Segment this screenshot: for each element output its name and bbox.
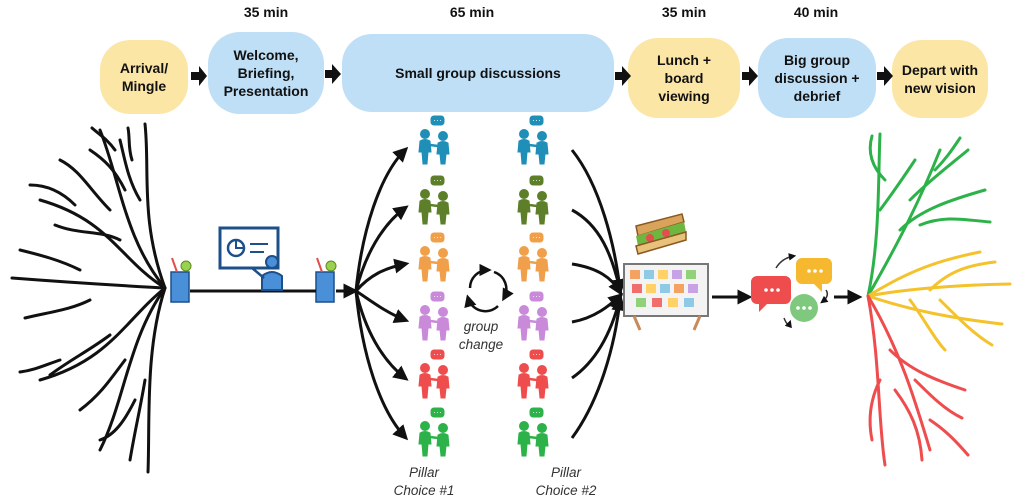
drink-glass-icon bbox=[315, 257, 337, 303]
pillar-groups-1 bbox=[417, 114, 451, 458]
stage-small-group: Small group discussions bbox=[342, 34, 614, 112]
stage-depart: Depart with new vision bbox=[892, 40, 988, 118]
stage-big-group: Big group discussion + debrief bbox=[758, 38, 876, 118]
discussion-group-icon bbox=[516, 290, 550, 342]
presenter-icon bbox=[218, 226, 283, 291]
discussion-group-icon bbox=[417, 231, 451, 283]
discussion-group-icon bbox=[417, 406, 451, 458]
discussion-group-icon bbox=[516, 114, 550, 166]
duration-small-group: 65 min bbox=[449, 4, 495, 20]
fan-in-arrows bbox=[570, 149, 627, 439]
discussion-group-icon bbox=[516, 406, 550, 458]
discussion-group-icon bbox=[417, 114, 451, 166]
stage-welcome: Welcome, Briefing, Presentation bbox=[208, 32, 324, 114]
stage-lunch: Lunch + board viewing bbox=[628, 38, 740, 118]
duration-lunch: 35 min bbox=[661, 4, 707, 20]
group-change-label: group change bbox=[458, 319, 504, 353]
drink-glass-icon bbox=[170, 257, 192, 303]
arrow-2 bbox=[325, 64, 341, 84]
arrow-5 bbox=[877, 66, 893, 86]
arrow-4 bbox=[742, 66, 758, 86]
pillar-groups-2 bbox=[516, 114, 550, 458]
duration-welcome: 35 min bbox=[243, 4, 289, 20]
arrow-3 bbox=[615, 66, 631, 86]
discussion-group-icon bbox=[417, 174, 451, 226]
discussion-group-icon bbox=[516, 231, 550, 283]
sandwich-icon bbox=[635, 213, 687, 255]
flourishing-tree-icon bbox=[866, 132, 1012, 467]
duration-big-group: 40 min bbox=[793, 4, 839, 20]
cycle-arrows-icon bbox=[464, 263, 514, 313]
discussion-group-icon bbox=[417, 290, 451, 342]
arrow-1 bbox=[191, 66, 207, 86]
pillar-choice-2-label: Pillar Choice #2 bbox=[535, 465, 597, 499]
flow-arrows bbox=[191, 64, 893, 86]
discussion-group-icon bbox=[417, 348, 451, 400]
discussion-group-icon bbox=[516, 348, 550, 400]
fan-out-arrows bbox=[354, 146, 410, 441]
stage-arrival: Arrival/ Mingle bbox=[100, 40, 188, 114]
board-icon bbox=[623, 263, 709, 331]
root-tree-icon bbox=[10, 122, 167, 474]
pillar-choice-1-label: Pillar Choice #1 bbox=[393, 465, 455, 499]
chat-bubbles-icon bbox=[751, 253, 832, 329]
discussion-group-icon bbox=[516, 174, 550, 226]
